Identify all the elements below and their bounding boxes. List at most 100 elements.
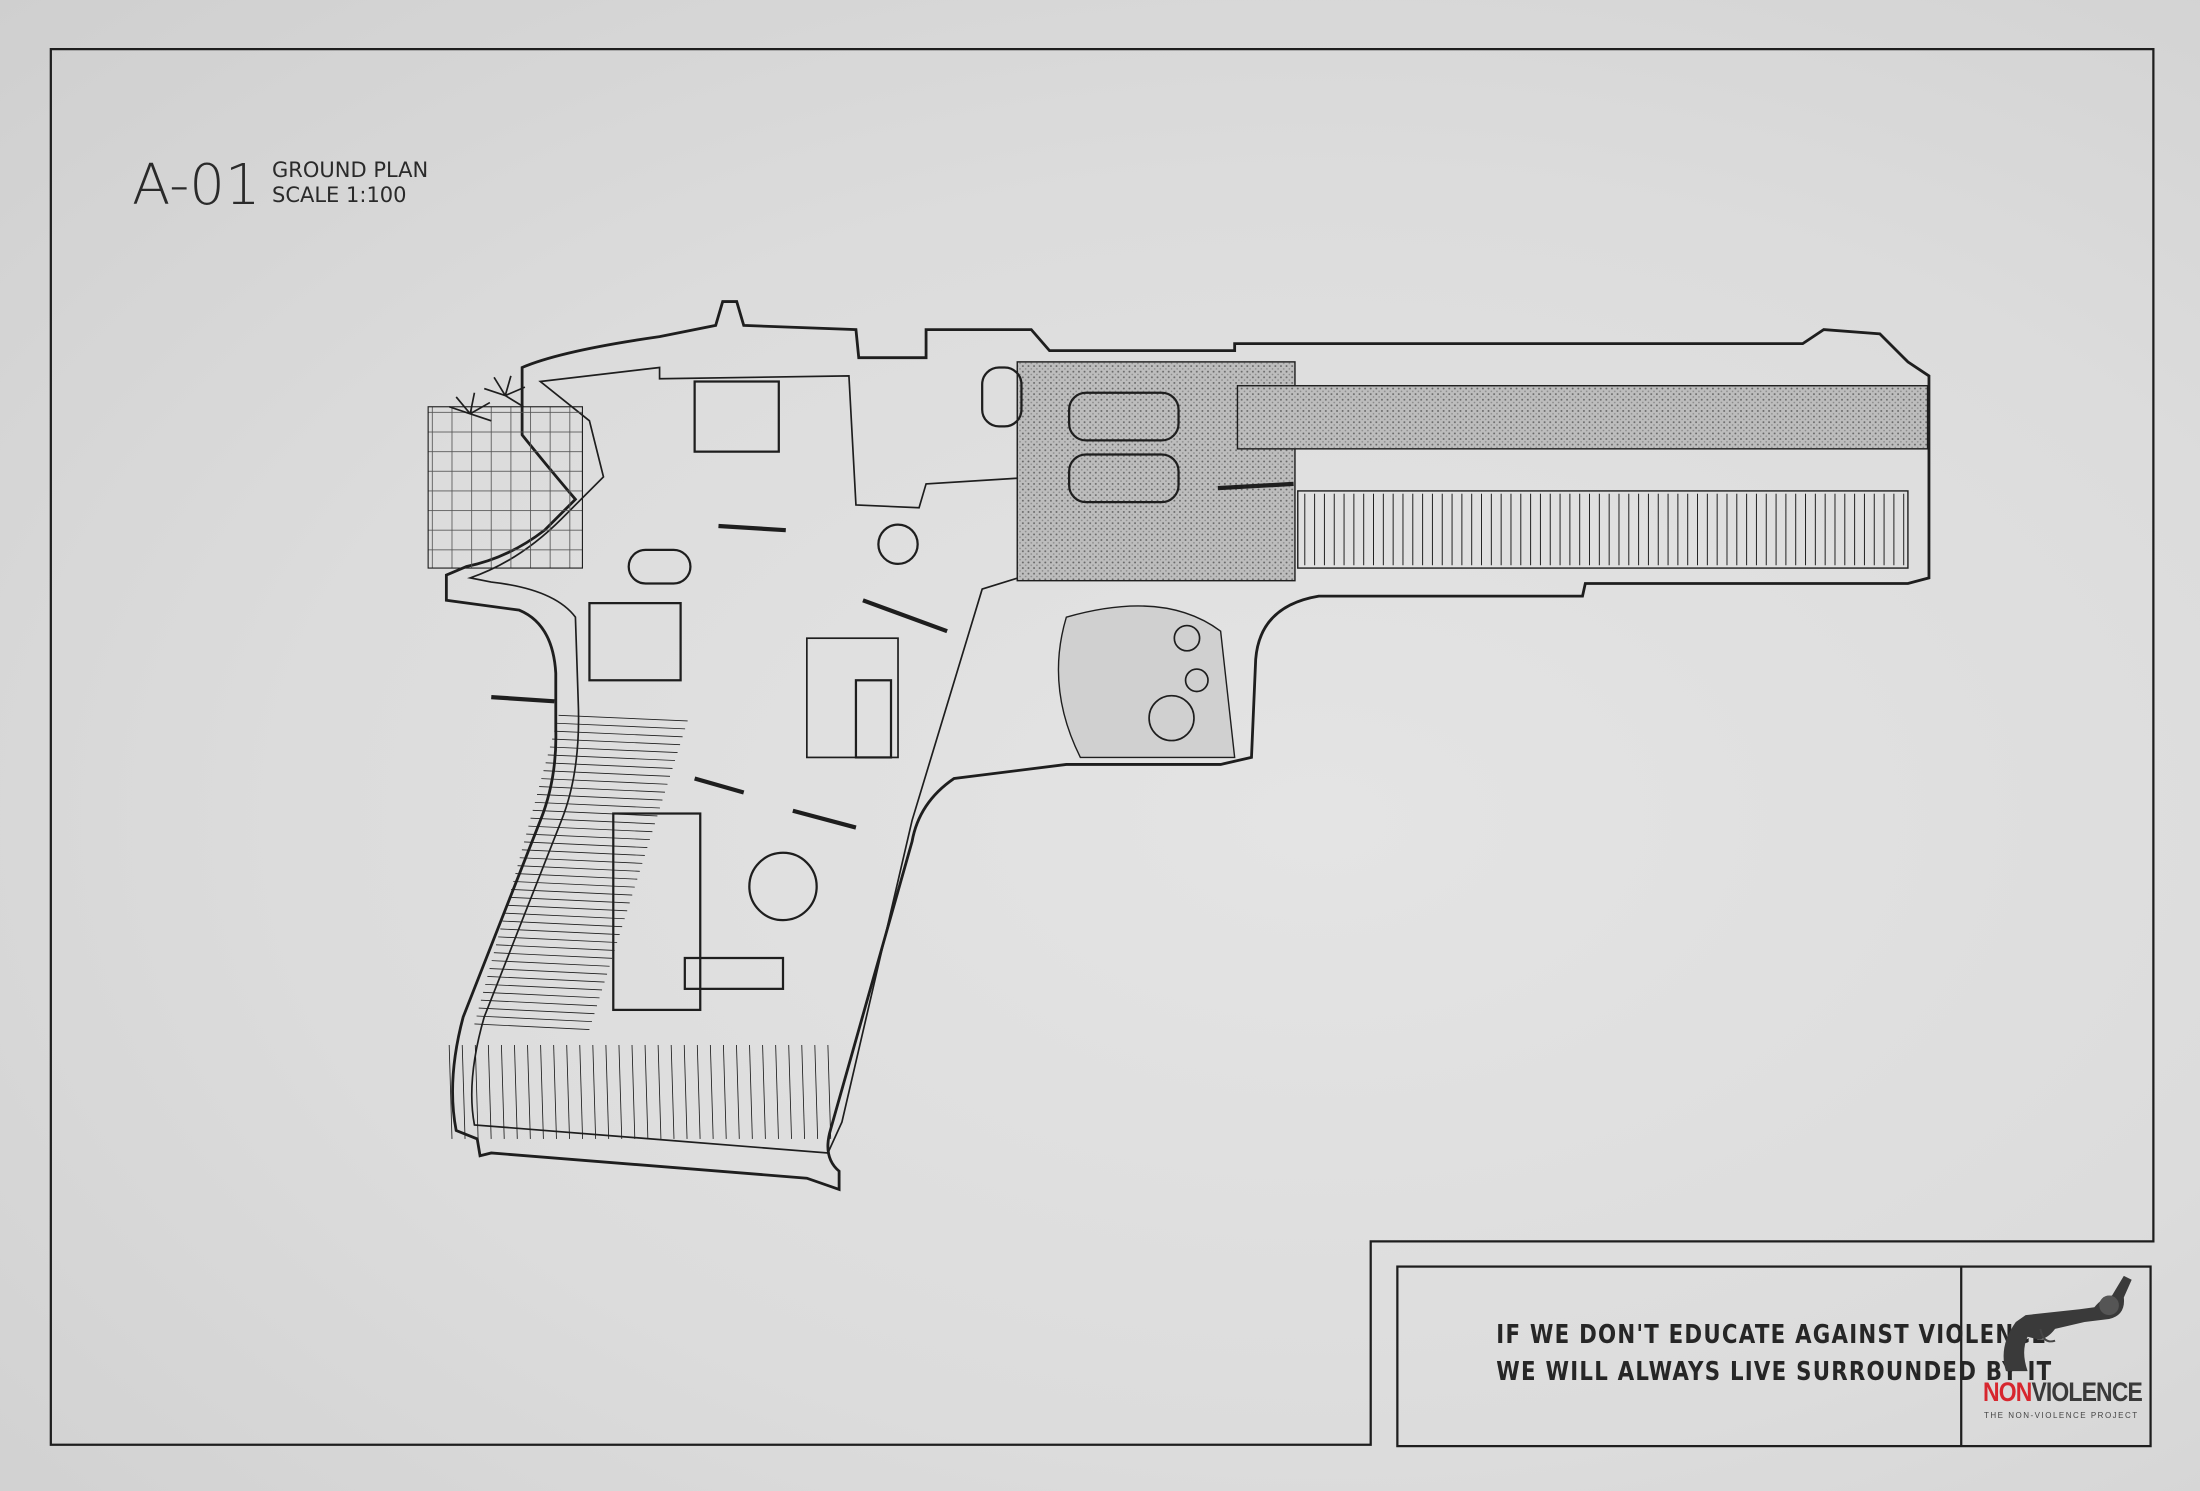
stair-tread xyxy=(480,999,598,1007)
slogan-line-1: IF WE DON'T EDUCATE AGAINST VIOLENCE xyxy=(1496,1320,2048,1350)
bed xyxy=(693,380,780,453)
stair-tread xyxy=(696,1044,701,1139)
stair-tread xyxy=(592,1044,597,1139)
stair-tread xyxy=(558,714,688,722)
sheet-meta: GROUND PLAN SCALE 1:100 xyxy=(272,158,428,208)
stair-tread xyxy=(502,920,623,928)
stair-tread xyxy=(448,1044,453,1139)
stair-tread xyxy=(517,865,640,872)
stair-tread xyxy=(644,1044,649,1139)
stair-tread xyxy=(553,1044,557,1139)
stair-tread xyxy=(722,1044,727,1139)
stair-tread xyxy=(532,809,658,817)
title-block-frame xyxy=(1396,1265,2152,1448)
stair-tread xyxy=(511,888,633,896)
tree-icon xyxy=(1184,668,1209,693)
tree-icon xyxy=(1173,624,1201,652)
car-icon xyxy=(1068,391,1180,442)
stair-tread xyxy=(618,1044,623,1139)
stair-tread xyxy=(536,794,663,801)
sheet-scale: SCALE 1:100 xyxy=(272,183,407,207)
stair-tread xyxy=(528,825,653,833)
stair-tread xyxy=(736,1044,740,1139)
stair-tread xyxy=(461,1044,466,1139)
stair-tread xyxy=(526,833,650,841)
stair-tread xyxy=(552,738,681,746)
stair-tread xyxy=(605,1044,610,1139)
stair-tread xyxy=(556,722,686,730)
stair-tread xyxy=(814,1044,819,1139)
stair-tread xyxy=(534,801,660,809)
stair-tread xyxy=(483,991,600,999)
stair-tread xyxy=(504,912,625,920)
stair-tread xyxy=(547,754,676,761)
stair-tread xyxy=(495,944,615,951)
slogan-line-2: WE WILL ALWAYS LIVE SURROUNDED BY IT xyxy=(1496,1357,2053,1387)
counter xyxy=(612,812,702,1012)
sheet-title: GROUND PLAN xyxy=(272,158,429,182)
stair-tread xyxy=(474,1023,590,1030)
stair-tread xyxy=(476,1015,592,1023)
stair-tread xyxy=(541,778,668,785)
tree-icon xyxy=(1148,694,1195,742)
stair-tread xyxy=(709,1044,714,1139)
sheet-number: A-01 xyxy=(132,153,261,218)
stair-tread xyxy=(500,928,620,936)
stair-tread xyxy=(657,1044,662,1139)
stair-tread xyxy=(775,1044,779,1139)
round-table xyxy=(877,523,919,565)
slide-gallery xyxy=(1297,490,1909,569)
stair-tread xyxy=(539,786,665,793)
stair-tread xyxy=(500,1044,505,1139)
stair-tread xyxy=(579,1044,583,1139)
stair-tread xyxy=(566,1044,570,1139)
stair-tread xyxy=(543,770,671,777)
stair-tread xyxy=(506,904,628,912)
stair-tread xyxy=(493,952,613,959)
stair-tread xyxy=(489,968,608,975)
stair-tread xyxy=(749,1044,753,1139)
stair-tread xyxy=(514,1044,518,1139)
stair-tread xyxy=(491,960,610,967)
kitchen-island xyxy=(683,956,785,990)
stair-tread xyxy=(498,936,618,943)
stair-tread xyxy=(683,1044,688,1139)
sheet-border xyxy=(49,47,2155,1446)
stair-tread xyxy=(521,849,645,856)
patio-tiles xyxy=(427,406,583,569)
logo-word-dark: VIOLENCE xyxy=(2031,1377,2142,1407)
car-icon xyxy=(1068,453,1180,504)
stair-tread xyxy=(487,976,605,983)
table xyxy=(854,679,893,759)
bathtub xyxy=(981,366,1023,428)
dining-table xyxy=(748,851,818,922)
palm-tree-icon xyxy=(448,375,526,422)
stair-tread xyxy=(519,857,643,864)
logo-word-red: NON xyxy=(1983,1377,2032,1407)
stair-tread xyxy=(474,1044,479,1139)
stair-tread xyxy=(508,896,630,904)
stair-tread xyxy=(515,873,638,880)
stair-tread xyxy=(549,746,678,754)
stair-tread xyxy=(545,762,673,769)
stair-tread xyxy=(788,1044,792,1139)
stair-tread xyxy=(524,841,648,848)
stair-tread xyxy=(554,730,683,738)
stair-tread xyxy=(762,1044,766,1139)
bed xyxy=(588,602,682,682)
stair-tread xyxy=(527,1044,531,1139)
barrel-roof xyxy=(1236,385,1929,450)
knotted-revolver-icon xyxy=(2003,1275,2132,1372)
logo-wordmark: NONVIOLENCE xyxy=(1983,1377,2143,1407)
stair-tread xyxy=(478,1007,595,1015)
stair-tread xyxy=(827,1044,832,1139)
stair-tread xyxy=(801,1044,805,1139)
bathtub xyxy=(627,548,692,585)
stair-tread xyxy=(670,1044,675,1139)
stair-tread xyxy=(540,1044,544,1139)
garden xyxy=(1057,605,1236,759)
stair-tread xyxy=(513,881,635,888)
stair-tread xyxy=(631,1044,636,1139)
stair-tread xyxy=(487,1044,492,1139)
